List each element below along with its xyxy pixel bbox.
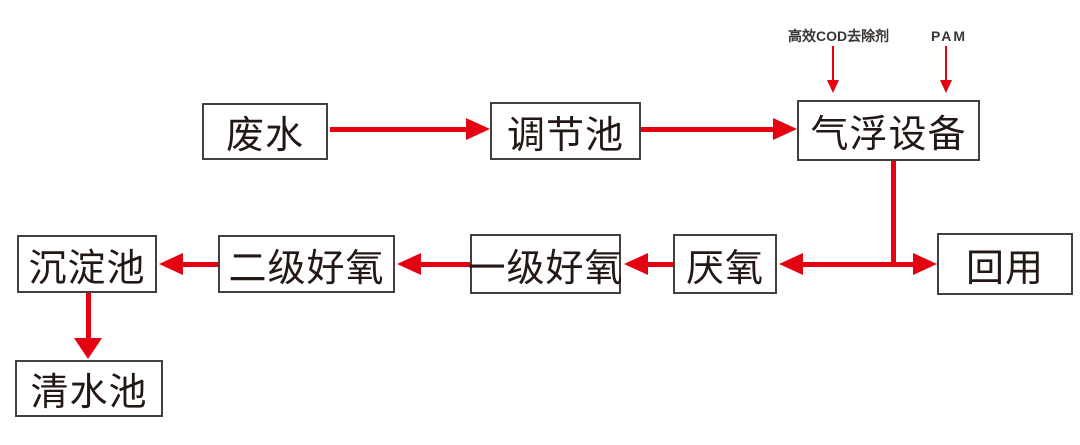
node-label: 废水 [225, 115, 304, 157]
node-label: 沉淀池 [28, 247, 146, 290]
node-sedimentation-tank: 沉淀池 [17, 235, 157, 293]
node-reuse: 回用 [937, 233, 1073, 295]
node-secondary-aerobic: 二级好氧 [218, 235, 395, 293]
node-anaerobic: 厌氧 [673, 234, 777, 294]
node-label: 一级好氧 [467, 247, 624, 290]
arrow-line [832, 46, 834, 82]
arrowhead-down-icon [940, 80, 952, 93]
arrow-line [421, 262, 470, 267]
arrow-line [330, 127, 466, 132]
annotation-cod-remover: 高效COD去除剂 [788, 28, 890, 44]
arrow-line [945, 46, 947, 82]
annotation-pam: PAM [931, 28, 968, 44]
node-air-flotation-equipment: 气浮设备 [797, 100, 980, 161]
arrow-line [648, 262, 673, 267]
node-label: 调节池 [506, 114, 624, 157]
arrowhead-left-icon [397, 253, 421, 275]
arrowhead-right-icon [773, 118, 797, 140]
node-primary-aerobic: 一级好氧 [467, 234, 624, 294]
arrowhead-right-icon [913, 253, 937, 275]
node-label: 气浮设备 [810, 114, 967, 156]
node-label: 清水池 [30, 372, 148, 414]
node-label: 回用 [965, 247, 1044, 290]
arrowhead-left-icon [624, 253, 648, 275]
node-regulating-tank: 调节池 [490, 102, 641, 160]
arrow-air-flotation-down-line [891, 161, 896, 265]
arrow-line [641, 127, 773, 132]
arrowhead-right-icon [466, 118, 490, 140]
arrow-line [86, 293, 91, 339]
arrowhead-left-icon [779, 253, 803, 275]
node-clean-water-tank: 清水池 [15, 360, 163, 417]
node-wastewater: 废水 [202, 103, 328, 160]
node-label: 厌氧 [685, 247, 764, 290]
arrowhead-down-icon [74, 338, 102, 359]
arrow-line [803, 262, 915, 267]
arrowhead-down-icon [827, 80, 839, 93]
arrow-line [183, 262, 218, 267]
arrowhead-left-icon [159, 253, 183, 275]
node-label: 二级好氧 [228, 247, 385, 290]
